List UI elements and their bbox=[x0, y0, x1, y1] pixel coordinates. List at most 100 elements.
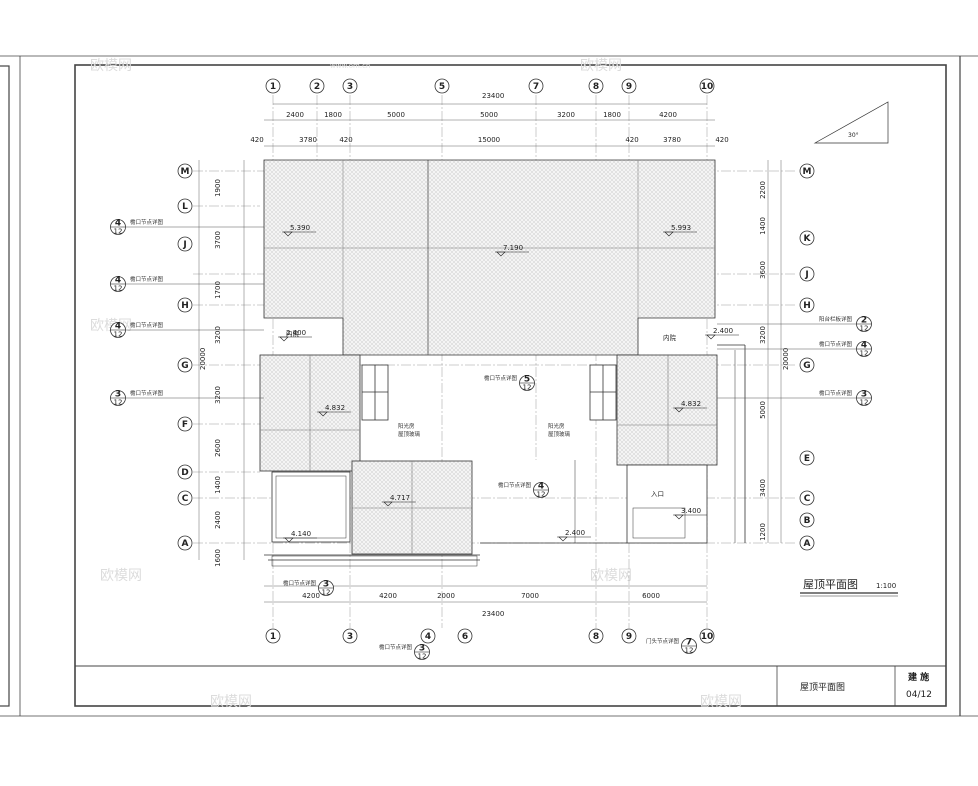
slope-label: 30° bbox=[848, 132, 859, 139]
elevation-value: 4.832 bbox=[681, 400, 701, 408]
grid-bubble: D bbox=[177, 464, 193, 480]
callout-sheet-number: 12 bbox=[523, 384, 532, 392]
elevation-tag: 2.400 bbox=[278, 329, 312, 342]
grid-bubble: 8 bbox=[588, 78, 604, 94]
grid-bubble: 10 bbox=[699, 628, 715, 644]
elevation-tag: 5.993 bbox=[663, 224, 697, 237]
drawing-title: 屋顶平面图 bbox=[803, 578, 858, 591]
dimension-text: 2000 bbox=[437, 592, 455, 600]
dimension-text: 5000 bbox=[759, 401, 767, 419]
elevation-tag: 5.390 bbox=[282, 224, 316, 237]
dimension-text: 3200 bbox=[214, 386, 222, 404]
grid-bubble: 2 bbox=[309, 78, 325, 94]
watermark-logo: 欧模网 bbox=[210, 694, 252, 710]
grid-axis-label: D bbox=[181, 468, 188, 478]
grid-bubble: M bbox=[177, 163, 193, 179]
dimension-text: 4200 bbox=[379, 592, 397, 600]
dimension-text: 1800 bbox=[324, 111, 342, 119]
dimension-text: 2600 bbox=[214, 439, 222, 457]
callout-sheet-number: 12 bbox=[418, 653, 427, 661]
adjacent-sheet-frames bbox=[0, 55, 978, 717]
callout-detail-number: 2 bbox=[861, 316, 867, 326]
elevation-value: 2.400 bbox=[713, 327, 733, 335]
callout-sheet-number: 12 bbox=[685, 647, 694, 655]
overall-depth-right: 20000 bbox=[782, 348, 790, 370]
elevation-tag: 4.717 bbox=[382, 494, 416, 507]
dimension-text: 1600 bbox=[214, 549, 222, 567]
grid-axis-label: E bbox=[804, 454, 810, 464]
dimension-text: 5000 bbox=[480, 111, 498, 119]
callout-detail-number: 3 bbox=[419, 644, 425, 654]
dimension-text: 7000 bbox=[521, 592, 539, 600]
watermark-logo: 欧模网 bbox=[90, 58, 132, 74]
porch-left bbox=[271, 471, 351, 543]
right-lower-roof bbox=[616, 354, 718, 466]
callout-detail-number: 3 bbox=[115, 390, 121, 400]
callout-detail-number: 4 bbox=[115, 322, 121, 332]
elevation-value: 5.993 bbox=[671, 224, 691, 232]
elevation-tag: 4.140 bbox=[283, 530, 317, 543]
entrance-canopy bbox=[626, 464, 708, 544]
grid-axis-label: 10 bbox=[701, 82, 714, 92]
main-roof bbox=[263, 159, 716, 356]
callout-detail-number: 7 bbox=[686, 638, 692, 648]
grid-bubble: G bbox=[799, 357, 815, 373]
grid-axis-label: M bbox=[803, 167, 812, 177]
elevation-value: 4.832 bbox=[325, 404, 345, 412]
slope-indicator: 30° bbox=[813, 101, 889, 144]
dimension-text: 4200 bbox=[302, 592, 320, 600]
grid-bubble: H bbox=[799, 297, 815, 313]
grid-axis-label: 1 bbox=[270, 632, 276, 642]
elevation-tag: 2.400 bbox=[705, 327, 739, 340]
callout-detail-number: 3 bbox=[323, 580, 329, 590]
grid-bubble: E bbox=[799, 450, 815, 466]
overall-width-top: 23400 bbox=[482, 92, 504, 100]
watermark-logo: 欧模网 bbox=[590, 568, 632, 584]
callout-sheet-number: 12 bbox=[860, 350, 869, 358]
grid-bubble: J bbox=[177, 236, 193, 252]
grid-bubble: L bbox=[177, 198, 193, 214]
detail-callout: 712 门头节点详图 bbox=[646, 637, 697, 655]
grid-bubble: M bbox=[799, 163, 815, 179]
grid-bubble: A bbox=[799, 535, 815, 551]
dimension-text: 15000 bbox=[478, 136, 500, 144]
grid-bubble: B bbox=[799, 512, 815, 528]
dimension-text: 1900 bbox=[214, 179, 222, 197]
drawing-scale: 1:100 bbox=[876, 582, 896, 590]
watermark-logo: 欧模网 bbox=[700, 694, 742, 710]
grid-axis-label: 5 bbox=[439, 82, 445, 92]
dimension-text: 4200 bbox=[659, 111, 677, 119]
grid-axis-label: C bbox=[804, 494, 811, 504]
elevation-tag: 4.832 bbox=[317, 404, 351, 417]
callout-note: 檐口节点详图 bbox=[498, 481, 532, 489]
grid-axis-label: J bbox=[804, 270, 808, 280]
dimension-text: 3600 bbox=[759, 261, 767, 279]
callout-detail-number: 4 bbox=[861, 341, 867, 351]
roof-plan bbox=[259, 159, 746, 567]
room-label-courtyard-left: 内院 bbox=[286, 329, 300, 338]
callout-note: 檐口节点详图 bbox=[130, 321, 164, 329]
callout-detail-number: 4 bbox=[115, 276, 121, 286]
elevation-value: 2.400 bbox=[565, 529, 585, 537]
callout-note: 檐口节点详图 bbox=[484, 374, 518, 382]
callout-note: 门头节点详图 bbox=[646, 637, 680, 645]
overall-depth-left: 20000 bbox=[199, 348, 207, 370]
grid-bubble: C bbox=[177, 490, 193, 506]
dimension-text: 2200 bbox=[759, 181, 767, 199]
grid-bubble: 4 bbox=[420, 628, 436, 644]
callout-sheet-number: 12 bbox=[537, 491, 546, 499]
callout-note: 檐口节点详图 bbox=[130, 389, 164, 397]
grid-axis-label: 7 bbox=[533, 82, 539, 92]
grid-axis-label: 6 bbox=[462, 632, 468, 642]
room-label-courtyard-right: 内院 bbox=[663, 333, 677, 342]
grid-axis-label: 10 bbox=[701, 632, 714, 642]
watermark-logo: 欧模网 bbox=[580, 58, 622, 74]
grid-bubble: 8 bbox=[588, 628, 604, 644]
